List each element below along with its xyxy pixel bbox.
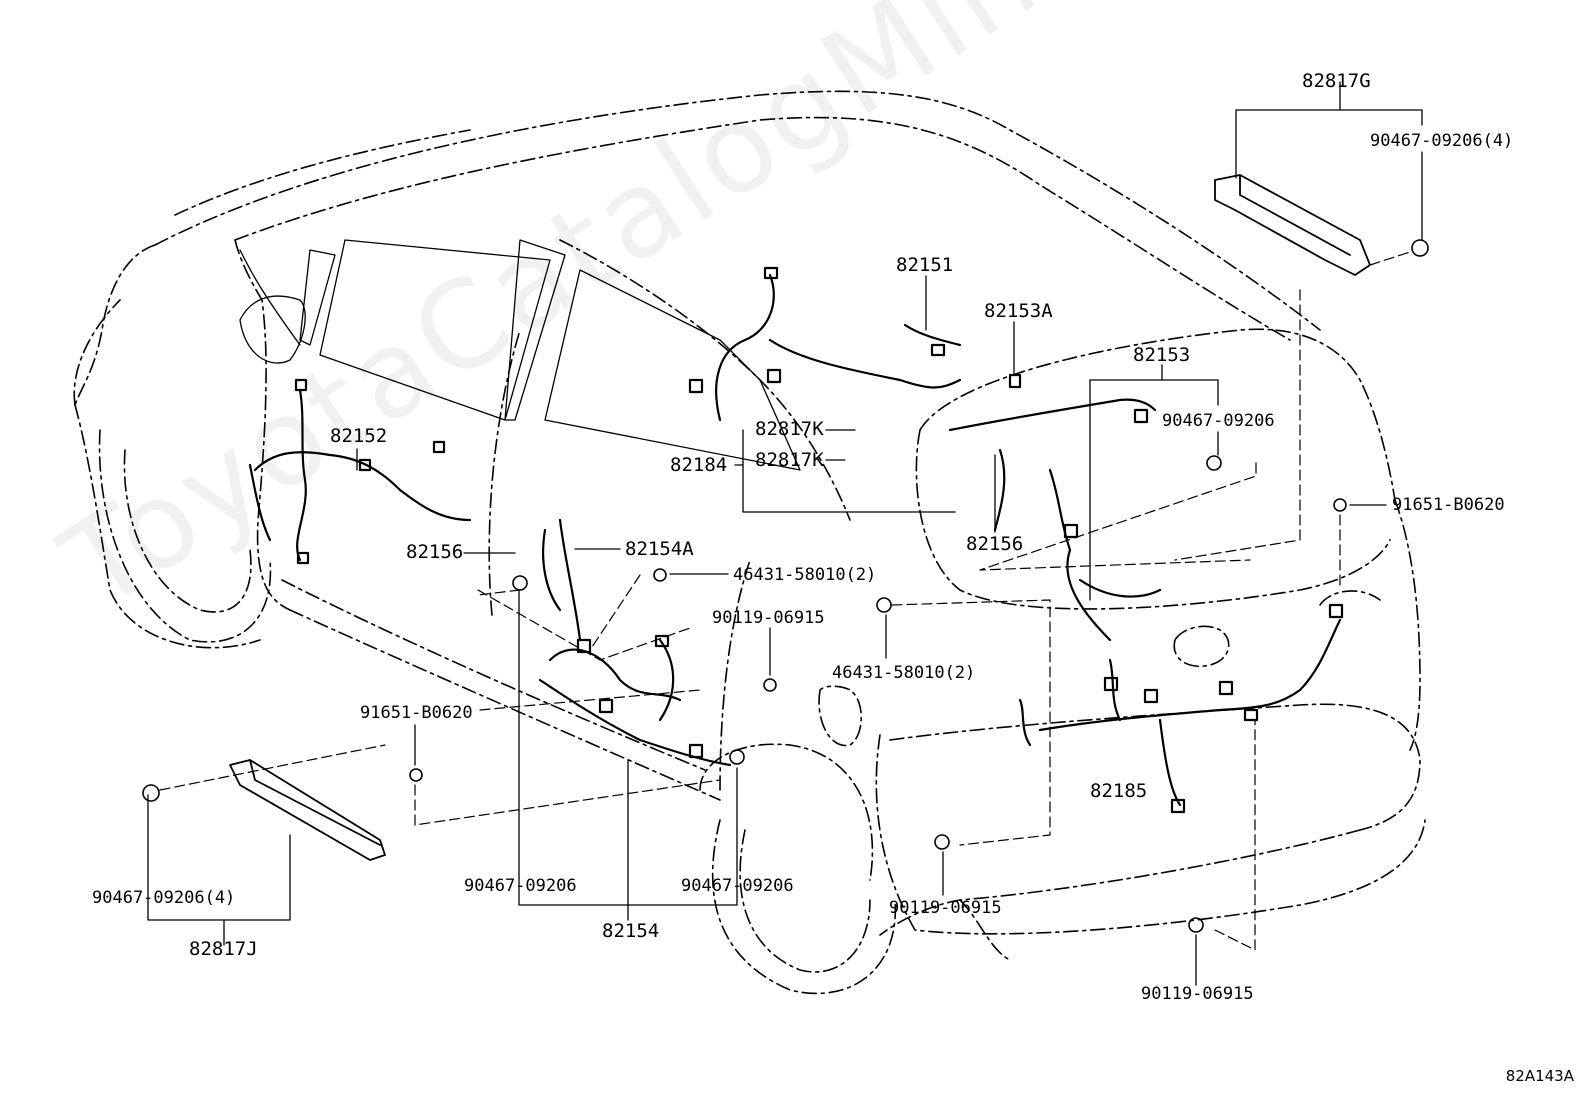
part-82817G-outline <box>1214 174 1371 276</box>
label-82156-left: 82156 <box>406 541 464 563</box>
label-90467-09206-4-left: 90467-09206(4) <box>92 888 236 908</box>
label-82185: 82185 <box>1090 780 1148 802</box>
label-82154A: 82154A <box>625 538 694 560</box>
label-90119-06915-mid: 90119-06915 <box>712 608 825 628</box>
wire-harness-82153 <box>948 373 1162 642</box>
wire-harness-82152 <box>248 378 472 565</box>
label-82817K-a: 82817K <box>755 418 824 440</box>
reference-lines <box>159 251 1411 951</box>
window-outlines <box>239 239 801 471</box>
label-82152: 82152 <box>330 425 388 447</box>
wire-harness-82151 <box>688 266 962 422</box>
label-82154: 82154 <box>602 920 660 942</box>
label-82156-right: 82156 <box>966 533 1024 555</box>
label-90467-09206-right: 90467-09206 <box>1162 411 1275 431</box>
label-91651-B0620-right: 91651-B0620 <box>1392 495 1505 515</box>
part-82817J-outline <box>229 759 386 861</box>
label-91651-B0620-left: 91651-B0620 <box>360 703 473 723</box>
label-90467-09206-4-top: 90467-09206(4) <box>1370 131 1514 151</box>
label-90119-06915-bot-b: 90119-06915 <box>1141 984 1254 1004</box>
label-82153A: 82153A <box>984 300 1053 322</box>
label-82153: 82153 <box>1133 344 1191 366</box>
label-46431-58010-2-a: 46431-58010(2) <box>733 565 877 585</box>
label-90467-09206-bot-b: 90467-09206 <box>681 876 794 896</box>
leader-lines <box>147 81 1423 986</box>
label-46431-58010-2-b: 46431-58010(2) <box>832 663 976 683</box>
wire-harness-82185 <box>1018 603 1344 814</box>
label-90119-06915-bot-a: 90119-06915 <box>889 898 1002 918</box>
label-82184: 82184 <box>670 454 728 476</box>
label-82817G: 82817G <box>1302 70 1371 92</box>
wire-harness-82154 <box>538 518 732 767</box>
fastener-symbols <box>142 239 1429 933</box>
diagram-code: 82A143A <box>1505 1067 1574 1085</box>
label-82817K-b: 82817K <box>755 449 824 471</box>
label-90467-09206-bot-a: 90467-09206 <box>464 876 577 896</box>
label-82817J: 82817J <box>189 938 258 960</box>
label-82151: 82151 <box>896 254 954 276</box>
vehicle-body-outline <box>73 90 1426 995</box>
